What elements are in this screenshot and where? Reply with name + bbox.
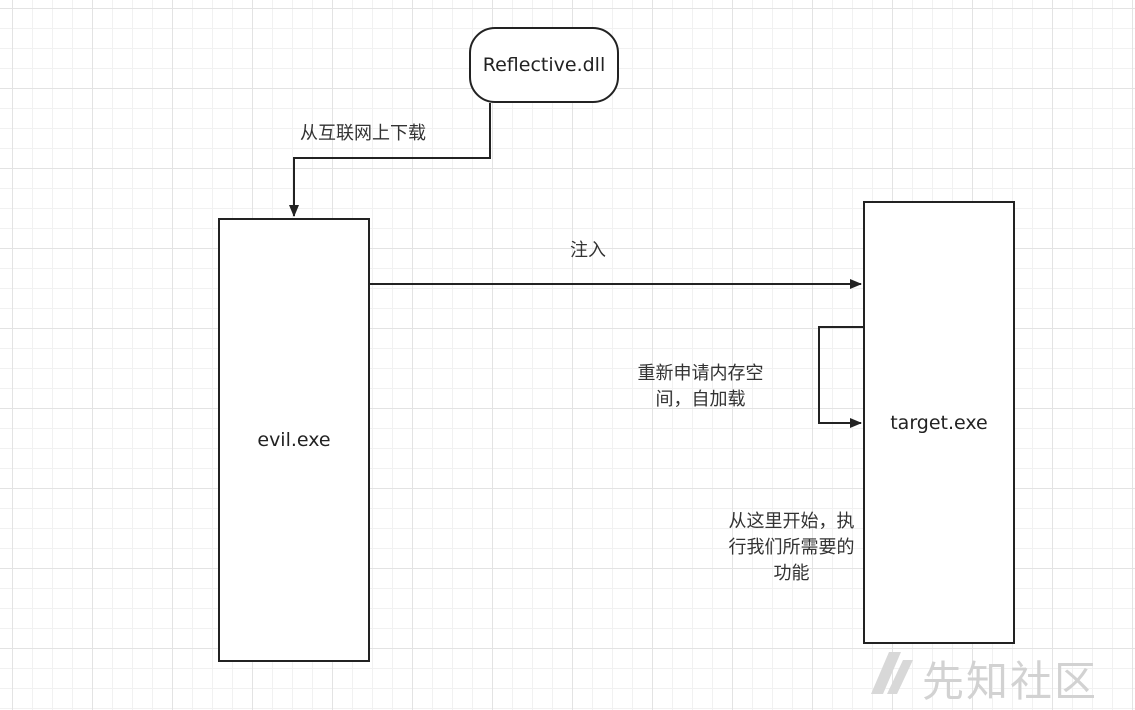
evil-exe-label: evil.exe [257,429,331,451]
reflective-dll-node: Reflective.dll [469,27,619,103]
evil-exe-node: evil.exe [218,218,370,662]
target-exe-label: target.exe [890,411,988,434]
watermark-text: 先知社区 [922,657,1099,706]
xianzhi-logo-icon [871,652,913,694]
execute-label-line3: 功能 [773,563,810,584]
inject-label: 注入 [570,240,606,261]
self-load-label: 重新申请内存空 间，自加载 [628,361,773,413]
self-load-label-line1: 重新申请内存空 [637,363,764,384]
execute-label-line2: 行我们所需要的 [728,537,855,558]
self-load-arrow [818,326,864,428]
execute-label-line1: 从这里开始，执 [728,511,855,532]
reflective-dll-label: Reflective.dll [482,54,606,76]
download-arrow [289,103,491,217]
target-exe-node: target.exe [863,201,1015,644]
download-label: 从互联网上下载 [300,123,426,144]
self-load-label-line2: 间，自加载 [655,389,746,410]
execute-label: 从这里开始，执 行我们所需要的 功能 [719,509,864,587]
